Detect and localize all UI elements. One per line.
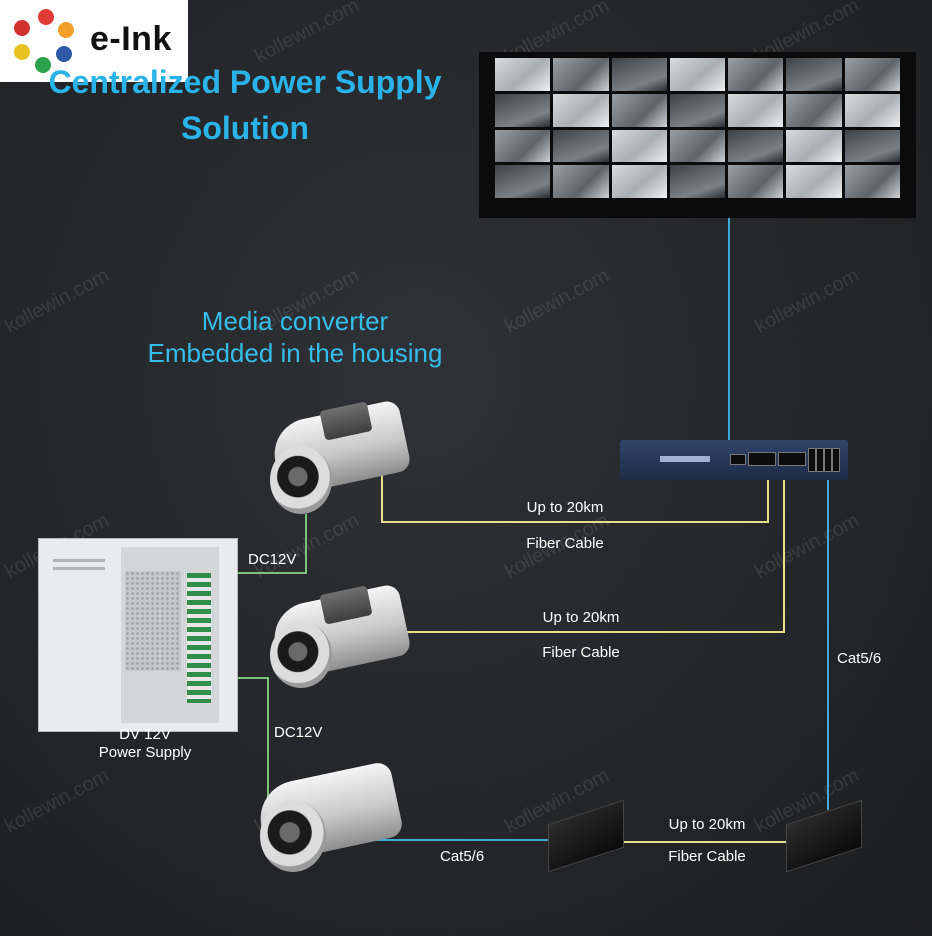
power-voltage-label: DC12V	[248, 551, 297, 568]
video-wall-screens	[495, 58, 900, 198]
psu-transformer	[125, 571, 181, 671]
fiber-port	[778, 452, 806, 466]
power-supply-label-line2: Power Supply	[98, 744, 192, 761]
copper-cable-label: Cat5/6	[440, 848, 485, 865]
psu-label	[53, 567, 105, 570]
top-fiber-cable	[381, 470, 769, 523]
fiber-port	[748, 452, 776, 466]
switch-label-plate	[660, 456, 710, 462]
camera-middle	[262, 582, 413, 707]
camera-bottom	[250, 760, 405, 885]
distance-label: Up to 20km	[668, 816, 746, 833]
middle-fiber-cable	[402, 472, 785, 633]
power-voltage-label: DC12V	[274, 724, 323, 741]
camera-top	[262, 398, 413, 523]
page-title: Centralized Power Supply	[48, 64, 442, 100]
video-wall-monitor	[479, 52, 916, 218]
cable-type-label: Fiber Cable	[668, 848, 746, 865]
copper-cable-label: Cat5/6	[837, 650, 882, 667]
power-cable-upper	[236, 514, 307, 574]
camera-lens	[260, 800, 326, 872]
network-switch	[620, 440, 848, 480]
distance-label: Up to 20km	[526, 499, 604, 516]
cable-type-label: Fiber Cable	[526, 535, 604, 552]
media-converter-caption-line2: Embedded in the housing	[147, 338, 443, 368]
power-supply-box	[38, 538, 238, 732]
distance-label: Up to 20km	[542, 609, 620, 626]
brand-logo: e-Ink	[0, 0, 188, 82]
psu-terminals	[187, 573, 211, 703]
camera-lens	[270, 622, 332, 688]
power-cable-lower	[236, 677, 269, 800]
page-title-line2: Solution	[181, 110, 309, 146]
switch-port	[730, 454, 746, 465]
logo-text: e-Ink	[90, 20, 172, 58]
logo-mark-icon	[14, 9, 74, 73]
camera-lens	[270, 446, 332, 514]
ethernet-ports	[808, 448, 840, 472]
psu-label	[53, 559, 105, 562]
power-supply-label: DV 12V	[119, 726, 171, 743]
cable-type-label: Fiber Cable	[542, 644, 620, 661]
media-converter-caption: Media converter	[201, 306, 389, 336]
